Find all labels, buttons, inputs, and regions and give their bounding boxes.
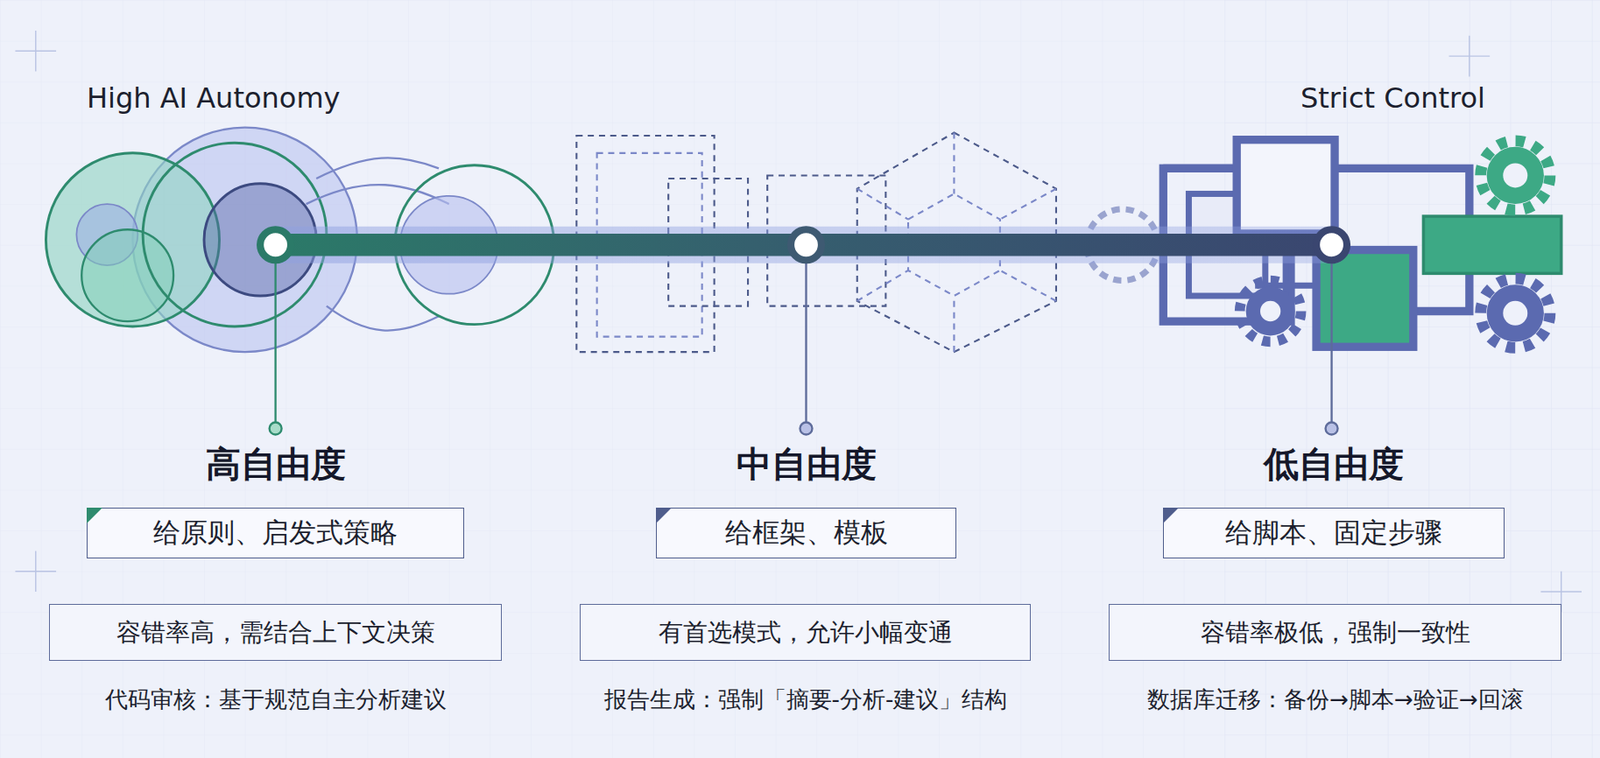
- corner-accent: [1162, 507, 1179, 524]
- gear-symbols-part: [1246, 287, 1296, 337]
- note-box: 容错率极低，强制一致性: [1108, 604, 1562, 662]
- background-grid-part: [14, 30, 1582, 613]
- box-text: 给脚本、固定步骤: [1225, 514, 1443, 552]
- gear-symbols-part: [1240, 281, 1302, 343]
- box-text: 给框架、模板: [725, 514, 889, 552]
- level-heading: 低自由度: [1263, 440, 1404, 489]
- gear-symbols-part: [1487, 284, 1544, 342]
- control-blocks-part: [1423, 216, 1561, 274]
- example-note: 代码审核：基于规范自主分析建议: [105, 684, 447, 716]
- box-text: 有首选模式，允许小幅变通: [658, 616, 953, 650]
- level-box: 高自由度给原则、启发式策略: [86, 507, 465, 559]
- corner-accent: [86, 507, 103, 524]
- level-box: 低自由度给脚本、固定步骤: [1162, 507, 1505, 559]
- autonomy-circles-part: [45, 153, 219, 327]
- leader-lines-part: [800, 422, 813, 436]
- box-text: 容错率高，需结合上下文决策: [116, 616, 436, 650]
- leader-lines: [269, 245, 1339, 436]
- note-box: 容错率高，需结合上下文决策: [49, 604, 502, 662]
- gear-symbols-part: [1480, 278, 1551, 348]
- note-box: 有首选模式，允许小幅变通: [579, 604, 1031, 662]
- axis-markers: [260, 229, 1347, 261]
- box-text: 容错率极低，强制一致性: [1200, 616, 1471, 650]
- leader-lines-part: [1330, 245, 1333, 430]
- leader-lines-part: [269, 422, 282, 436]
- axis-end-label: Strict Control: [1300, 81, 1486, 115]
- gear-symbols-part: [1502, 162, 1528, 188]
- corner-accent: [655, 507, 672, 524]
- leader-lines-part: [274, 245, 276, 430]
- leader-lines-part: [804, 245, 807, 430]
- axis-markers-part: [1316, 229, 1347, 261]
- axis-markers-part: [790, 229, 822, 261]
- axis-markers-part: [260, 229, 291, 261]
- gear-symbols-part: [1487, 147, 1544, 205]
- gear-symbols-part: [1260, 301, 1281, 322]
- level-heading: 中自由度: [736, 440, 877, 489]
- level-box: 中自由度给框架、模板: [655, 507, 957, 559]
- autonomy-axis: [267, 226, 1344, 264]
- leader-lines-part: [1325, 422, 1339, 436]
- gear-symbols-part: [1480, 140, 1551, 211]
- axis-end-label: High AI Autonomy: [86, 81, 340, 115]
- example-note: 数据库迁移：备份→脚本→验证→回滚: [1147, 684, 1523, 716]
- autonomy-axis-part: [267, 226, 1344, 264]
- example-note: 报告生成：强制「摘要-分析-建议」结构: [604, 684, 1008, 716]
- control-blocks-part: [1236, 140, 1335, 234]
- autonomy-circles-part: [81, 229, 174, 322]
- gear-symbols-part: [1502, 301, 1528, 326]
- level-heading: 高自由度: [205, 440, 346, 489]
- box-text: 给原则、启发式策略: [153, 514, 398, 552]
